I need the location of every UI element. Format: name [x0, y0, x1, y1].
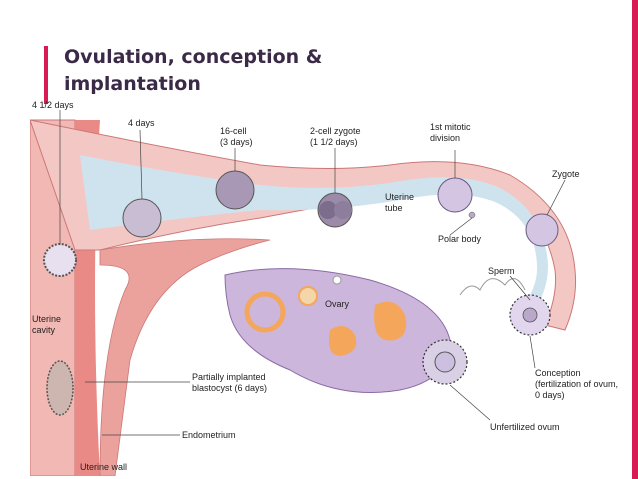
tiny-follicle	[332, 275, 342, 285]
label-uterine-tube: Uterine	[385, 192, 414, 202]
fimbriae	[459, 278, 526, 296]
ovulation-diagram: 4 1/2 days 4 days 16-cell (3 days) 2-cel…	[30, 100, 618, 476]
label-uterine-wall: Uterine wall	[80, 462, 127, 472]
zygote-cell	[525, 213, 559, 247]
title-accent-bar	[44, 46, 48, 104]
implanted-blastocyst	[46, 360, 74, 416]
small-follicle	[298, 286, 318, 306]
label-division: division	[430, 133, 460, 143]
two-cell-zygote	[317, 192, 353, 228]
label-zygote: Zygote	[552, 169, 580, 179]
label-2-cell-days: (1 1/2 days)	[310, 137, 358, 147]
corpus-luteum	[374, 301, 407, 341]
label-4-days: 4 days	[128, 118, 155, 128]
follicle-ring	[244, 291, 286, 333]
label-cavity: cavity	[32, 325, 56, 335]
label-ovary: Ovary	[325, 299, 350, 309]
unfertilized-ovum-core	[434, 351, 456, 373]
label-1st-mitotic: 1st mitotic	[430, 122, 471, 132]
slide-title-line2: implantation	[64, 73, 201, 95]
tube-lumen	[80, 155, 548, 300]
slide-title: Ovulation, conception & implantation	[64, 44, 394, 98]
label-sperm: Sperm	[488, 266, 515, 276]
label-partially-implanted: Partially implanted	[192, 372, 266, 382]
label-conception: Conception	[535, 368, 581, 378]
label-unfertilized-ovum: Unfertilized ovum	[490, 422, 560, 432]
label-4-5-days: 4 1/2 days	[32, 100, 74, 110]
mitotic-division-cell	[437, 177, 473, 213]
label-16-cell: 16-cell	[220, 126, 247, 136]
label-2-cell-zygote: 2-cell zygote	[310, 126, 361, 136]
label-uterine-cavity: Uterine	[32, 314, 61, 324]
leader-lines	[59, 110, 566, 436]
label-blastocyst-6-days: blastocyst (6 days)	[192, 383, 267, 393]
label-polar-body: Polar body	[438, 234, 482, 244]
label-fertilization: (fertilization of ovum,	[535, 379, 618, 389]
four-day-morula	[122, 198, 162, 238]
ruptured-follicle	[329, 326, 357, 356]
sixteen-cell-morula	[215, 170, 255, 210]
right-edge-bar	[632, 0, 638, 479]
label-endometrium: Endometrium	[182, 430, 236, 440]
blastocyst-4-5-days	[43, 243, 77, 277]
uterine-body-curve	[99, 238, 271, 476]
label-16-cell-days: (3 days)	[220, 137, 253, 147]
conception-nucleus	[522, 307, 538, 323]
slide-title-line1: Ovulation, conception &	[64, 46, 323, 68]
polar-body	[468, 211, 476, 219]
label-tube: tube	[385, 203, 403, 213]
label-0-days: 0 days)	[535, 390, 565, 400]
